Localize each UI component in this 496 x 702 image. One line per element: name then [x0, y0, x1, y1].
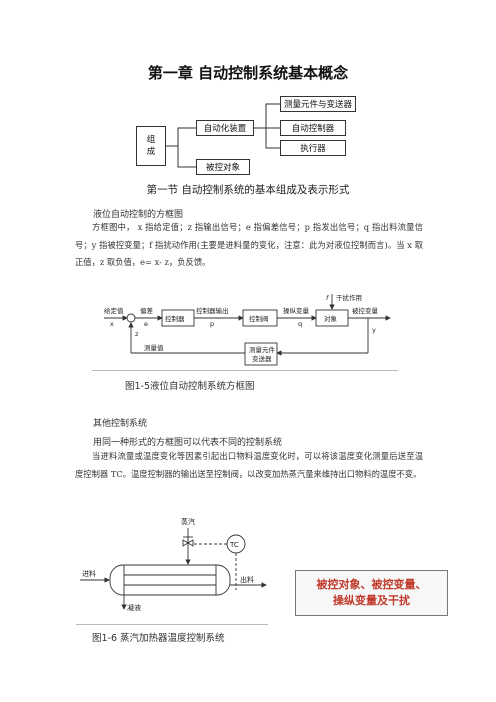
label-feed: 进料: [82, 569, 96, 578]
label-controller: 控制器: [165, 314, 185, 323]
label-valve: 控制阀: [249, 314, 269, 323]
transmitter-box: 测量元件与变送器: [280, 96, 356, 112]
label-q: q: [298, 320, 302, 328]
label-disturbance: 干扰作用: [336, 293, 362, 302]
callout-line-1: 被控对象、被控变量、: [316, 578, 427, 591]
label-setpoint: 给定值: [104, 306, 124, 315]
label-e: e: [144, 320, 148, 328]
label-f: f: [326, 294, 330, 302]
heater-shell: [109, 564, 231, 596]
section-title: 第一节 自动控制系统的基本组成及表示形式: [146, 184, 350, 196]
label-controller-output: 控制器输出: [196, 306, 229, 315]
label-measured: 测量值: [144, 343, 164, 352]
fig15-caption: 图1-5液位自动控制系统方框图: [125, 381, 255, 392]
other-systems-line: 用同一种形式的方框图可以代表不同的控制系统: [93, 438, 283, 448]
label-controlled-var: 被控变量: [352, 306, 379, 315]
controlled-object-box: 被控对象: [196, 159, 250, 175]
label-transmitter-2: 变送器: [252, 354, 272, 363]
label-deviation: 偏差: [140, 306, 154, 315]
label-object: 对象: [324, 314, 338, 323]
block-diagram-heading: 液位自动控制的方框图: [93, 210, 184, 220]
fig16-rule: [76, 624, 268, 625]
other-systems-heading: 其他控制系统: [93, 419, 148, 429]
composition-root-box: 组 成: [136, 126, 166, 166]
fig16-caption: 图1-6 蒸汽加热器温度控制系统: [92, 633, 225, 644]
fig15-rule: [92, 370, 398, 371]
label-tc: TC: [229, 541, 239, 549]
chapter-title: 第一章 自动控制系统基本概念: [147, 64, 349, 82]
callout-box: 被控对象、被控变量、 操纵变量及干扰: [295, 570, 448, 616]
other-systems-paragraph: 当进料流量或温度变化等因素引起出口物料温度变化时，可以将该温度变化测量后送至温度…: [75, 451, 423, 479]
block-diagram-paragraph: 方框图中， x 指给定值；z 指输出信号；e 指偏差信号；p 指发出信号；q 指…: [75, 222, 423, 267]
label-manipulated: 操纵变量: [283, 306, 310, 315]
label-y: y: [372, 326, 376, 334]
callout-line-2: 操纵变量及干扰: [333, 594, 410, 607]
label-steam: 蒸汽: [181, 517, 195, 526]
label-x: x: [110, 320, 114, 328]
controller-box: 自动控制器: [280, 120, 346, 136]
label-condensate: 凝液: [127, 603, 141, 612]
automation-device-box: 自动化装置: [196, 120, 254, 136]
actuator-box: 执行器: [280, 140, 346, 156]
label-p: p: [210, 320, 214, 328]
label-z: z: [135, 330, 139, 338]
label-transmitter-1: 测量元件: [249, 345, 276, 354]
transmitter-block: [244, 342, 278, 366]
label-outlet: 出料: [240, 575, 254, 584]
